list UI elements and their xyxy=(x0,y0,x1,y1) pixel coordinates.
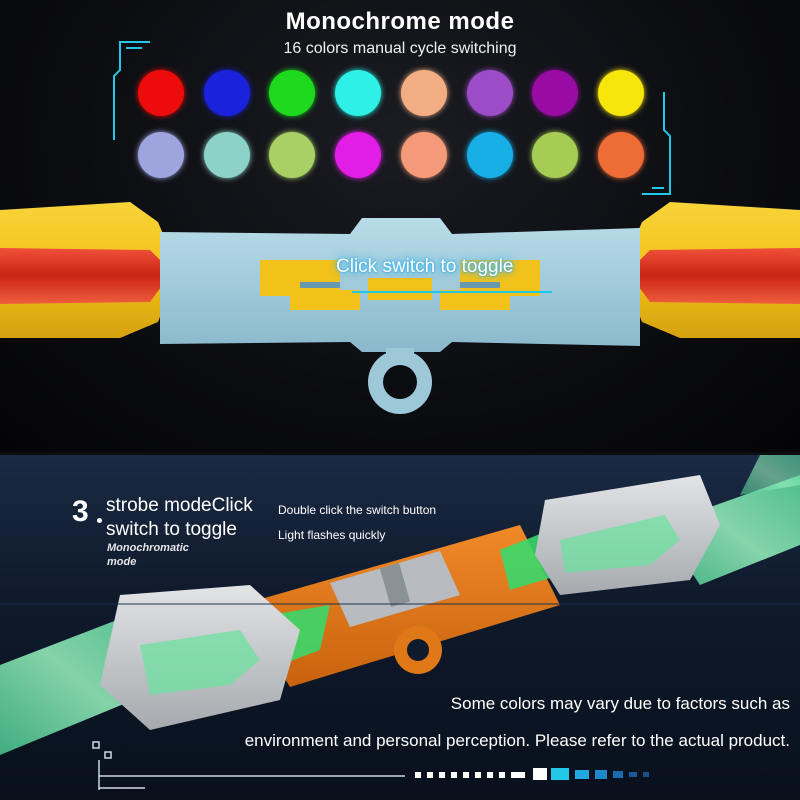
color-swatch xyxy=(335,132,382,178)
color-swatch xyxy=(466,132,513,178)
color-swatch xyxy=(532,70,579,116)
step-bullet xyxy=(97,518,102,523)
disclaimer-line-1: Some colors may vary due to factors such… xyxy=(450,694,790,713)
sword-illustration-top xyxy=(0,202,800,414)
monochrome-title: Monochrome mode xyxy=(285,8,515,35)
color-swatch xyxy=(532,132,579,178)
step-number: 3 xyxy=(72,495,89,528)
step-title: strobe modeClick switch to toggle xyxy=(106,495,253,540)
step-note-flashes: Light flashes quickly xyxy=(278,528,386,542)
color-swatch xyxy=(400,70,447,116)
color-swatch xyxy=(269,132,316,178)
color-swatch xyxy=(269,70,316,116)
sword-illustration-bottom xyxy=(0,455,800,755)
hud-bottom-decoration-icon xyxy=(92,741,649,790)
monochrome-panel: Monochrome mode 16 colors manual cycle s… xyxy=(0,0,800,455)
color-swatch-grid xyxy=(138,70,658,180)
color-swatch xyxy=(597,132,644,178)
strobe-panel xyxy=(0,455,800,800)
color-swatch xyxy=(203,132,250,178)
color-swatch xyxy=(138,70,184,116)
monochrome-subtitle: 16 colors manual cycle switching xyxy=(283,40,517,57)
color-swatch xyxy=(466,70,513,116)
hud-frame-right-icon xyxy=(642,92,671,195)
step-note-double-click: Double click the switch button xyxy=(278,503,437,517)
color-swatch xyxy=(335,70,382,116)
click-switch-label: Click switch to toggle xyxy=(336,256,514,277)
disclaimer-line-2: environment and personal perception. Ple… xyxy=(244,731,790,750)
color-swatch xyxy=(400,132,447,178)
panel-divider xyxy=(0,452,800,455)
hud-frame-left-icon xyxy=(113,41,150,140)
color-swatch xyxy=(597,70,644,116)
color-swatch xyxy=(138,132,184,178)
color-swatch xyxy=(203,70,250,116)
step-sublabel: Monochromatic mode xyxy=(107,542,189,568)
